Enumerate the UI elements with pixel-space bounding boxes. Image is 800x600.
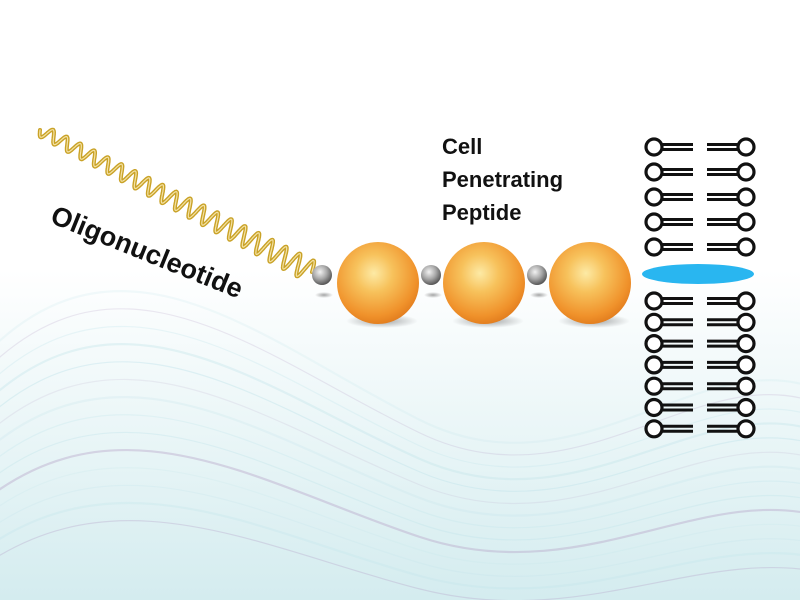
- lipid-pair-tail-right: [707, 403, 738, 412]
- lipid-pair-head-left: [644, 312, 664, 332]
- lipid-pair-head-left: [644, 419, 664, 439]
- linker-shadow: [530, 292, 548, 298]
- linker-bead: [312, 265, 332, 285]
- lipid-pair-head-left: [644, 137, 664, 157]
- lipid-pair-head-left: [644, 291, 664, 311]
- background-wave-strand: [0, 378, 800, 504]
- cpp-label-line-1: Cell: [442, 134, 483, 159]
- lipid-pair-tail-left: [662, 318, 693, 327]
- lipid-pair-head-left: [644, 376, 664, 396]
- lipid-pair-head-right: [736, 397, 756, 418]
- lipid-pair-tail-left: [662, 218, 693, 226]
- lipid-pair-head-right: [736, 137, 756, 157]
- lipid-pair-tail-right: [707, 168, 738, 176]
- lipid-pair-head-right: [736, 237, 756, 257]
- lipid-pair-head-right: [736, 355, 756, 375]
- lipid-pair-head-left: [644, 355, 664, 375]
- peptide-sphere: [443, 242, 525, 324]
- lipid-pair-tail-left: [662, 424, 693, 433]
- lipid-pair-tail-left: [662, 143, 693, 151]
- background-wave-strand: [0, 343, 800, 481]
- lipid-pair-tail-right: [707, 218, 738, 226]
- lipid-pair-tail-left: [662, 193, 693, 201]
- cpp-label-line-3: Peptide: [442, 200, 522, 225]
- oligonucleotide-helix-highlight: [39, 129, 315, 277]
- background-wave-strand: [0, 448, 800, 554]
- linker-bead: [421, 265, 441, 285]
- cell-penetrating-peptide-chain: [312, 242, 631, 328]
- lipid-pair-tail-right: [707, 360, 738, 369]
- lipid-pair-tail-right: [707, 424, 738, 433]
- lipid-pair-head-right: [736, 419, 756, 439]
- lipid-pair-head-left: [644, 187, 664, 207]
- lipid-pair-head-right: [736, 291, 756, 311]
- lipid-pair-head-right: [736, 162, 756, 182]
- membrane-pore: [642, 264, 754, 284]
- lipid-pair-head-left: [644, 334, 664, 354]
- background-wave-strand: [0, 290, 800, 444]
- background-waves: [0, 290, 800, 600]
- lipid-pair-tail-left: [662, 168, 693, 176]
- background-wave-strand: [0, 431, 800, 541]
- cell-membrane: [642, 137, 756, 439]
- lipid-pair-head-right: [736, 212, 756, 232]
- background-wave-strand: [0, 484, 800, 577]
- peptide-sphere: [549, 242, 631, 324]
- lipid-pair-tail-right: [707, 243, 738, 251]
- lipid-pair-tail-right: [707, 193, 738, 201]
- background-wave-strand: [0, 520, 800, 600]
- lipid-pair-head-left: [644, 237, 664, 257]
- lipid-pair-head-right: [736, 376, 756, 396]
- lipid-pair-tail-right: [707, 382, 738, 391]
- cpp-label-line-2: Penetrating: [442, 167, 564, 192]
- background-wave-strand: [0, 325, 800, 468]
- lipid-pair-tail-right: [707, 318, 738, 327]
- background-wave-strand: [0, 414, 800, 529]
- background-wave-strand: [0, 308, 800, 456]
- linker-shadow: [424, 292, 442, 298]
- background-wave-strand: [0, 396, 800, 517]
- peptide-sphere: [337, 242, 419, 324]
- linker-bead: [527, 265, 547, 285]
- lipid-pair-head-left: [644, 162, 664, 182]
- background-wave-strand: [0, 467, 800, 565]
- lipid-pair-tail-right: [707, 339, 738, 348]
- background-wave-strand: [0, 501, 800, 590]
- lipid-pair-tail-left: [662, 403, 693, 412]
- lipid-pair-head-right: [736, 312, 756, 332]
- linker-shadow: [315, 292, 333, 298]
- lipid-pair-tail-left: [662, 297, 693, 305]
- lipid-pair-tail-left: [662, 360, 693, 369]
- lipid-pair-tail-right: [707, 297, 738, 305]
- lipid-pair-tail-left: [662, 339, 693, 348]
- cell-penetrating-peptide-label: Cell Penetrating Peptide: [442, 130, 563, 229]
- lipid-pair-head-left: [644, 212, 664, 232]
- lipid-pair-tail-left: [662, 243, 693, 251]
- lipid-pair-head-left: [644, 397, 664, 418]
- lipid-pair-head-right: [736, 334, 756, 354]
- lipid-pair-tail-right: [707, 143, 738, 151]
- background-wave-strand: [0, 361, 800, 492]
- lipid-pair-tail-left: [662, 382, 693, 391]
- lipid-pair-head-right: [736, 187, 756, 207]
